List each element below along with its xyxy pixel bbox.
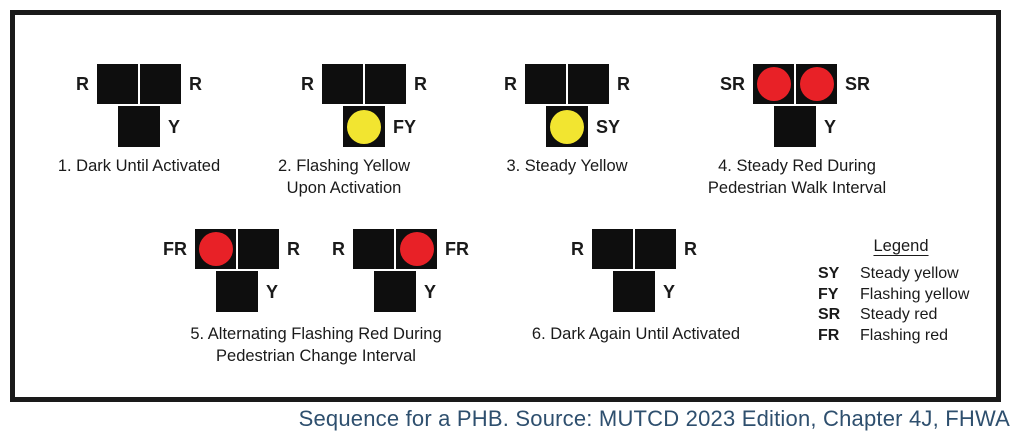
beacon-label-left: R (571, 239, 584, 259)
beacon-housing-right (796, 64, 837, 104)
phb-beacon-unit-5a: FR R Y (157, 229, 317, 312)
beacon-housing-bottom (118, 106, 160, 147)
beacon-housing-bottom (774, 106, 816, 147)
beacon-label-left: R (504, 74, 517, 94)
beacon-housing-right (238, 229, 279, 269)
source-caption: Sequence for a PHB. Source: MUTCD 2023 E… (298, 406, 1010, 431)
beacon-housing-bottom (374, 271, 416, 312)
beacon-label-bottom: Y (266, 281, 279, 302)
beacon-label-left: R (332, 239, 345, 259)
beacon-label-right: SR (845, 74, 871, 94)
beacon-housing-right (568, 64, 609, 104)
beacon-label-bottom: SY (596, 116, 621, 137)
beacon-housing-bottom (343, 106, 385, 147)
legend-desc: Steady red (860, 306, 938, 323)
beacon-lens (756, 67, 791, 101)
beacon-housing-left (525, 64, 566, 104)
beacon-lens (550, 109, 584, 144)
legend-rows: SY Steady yellow FY Flashing yellow SR S… (818, 265, 984, 345)
phb-beacon-unit-5b: R FR Y (315, 229, 475, 312)
beacon-label-right: R (617, 74, 630, 94)
beacon-label-bottom: FY (393, 116, 417, 137)
phb-beacon-unit-3: R R SY (487, 64, 647, 147)
beacon-housing-left (195, 229, 236, 269)
beacon-housing-bottom (216, 271, 258, 312)
beacon-housing-right (365, 64, 406, 104)
beacon-label-right: R (287, 239, 300, 259)
beacon-housing-left (592, 229, 633, 269)
beacon-label-right: FR (445, 239, 469, 259)
legend-abbr: FR (818, 326, 840, 344)
step-caption-4: 4. Steady Red During Pedestrian Walk Int… (707, 157, 887, 197)
beacon-label-bottom: Y (424, 281, 437, 302)
beacon-housing-left (322, 64, 363, 104)
legend-desc: Steady yellow (860, 265, 959, 282)
legend-desc: Flashing red (860, 326, 949, 344)
step-caption-2: 2. Flashing Yellow Upon Activation (277, 157, 411, 197)
legend-abbr: FY (818, 285, 839, 303)
phb-beacon-unit-6: R R Y (554, 229, 714, 312)
step-caption-3: 3. Steady Yellow (506, 157, 628, 175)
legend-desc: Flashing yellow (860, 285, 970, 303)
legend-title: Legend (873, 237, 929, 255)
beacon-lens (799, 67, 834, 101)
beacon-label-right: R (414, 74, 427, 94)
step-caption-5: 5. Alternating Flashing Red During Pedes… (190, 325, 442, 365)
beacon-lens (399, 232, 434, 266)
step-caption-6: 6. Dark Again Until Activated (531, 325, 741, 343)
phb-beacon-unit-4: SR SR Y (715, 64, 875, 147)
beacon-label-bottom: Y (824, 116, 837, 137)
beacon-label-right: R (189, 74, 202, 94)
beacon-housing-right (140, 64, 181, 104)
beacon-label-left: R (76, 74, 89, 94)
legend-abbr: SY (818, 265, 840, 282)
beacon-lens (347, 109, 381, 144)
phb-beacon-unit-1: R R Y (59, 64, 219, 147)
beacon-label-left: FR (163, 239, 187, 259)
legend: Legend SY Steady yellow FY Flashing yell… (818, 237, 984, 345)
beacon-lens (198, 232, 233, 266)
beacon-label-bottom: Y (168, 116, 181, 137)
beacon-housing-left (753, 64, 794, 104)
beacon-label-right: R (684, 239, 697, 259)
beacon-label-left: R (301, 74, 314, 94)
beacon-housing-left (353, 229, 394, 269)
beacon-housing-right (396, 229, 437, 269)
beacon-housing-bottom (613, 271, 655, 312)
beacon-label-left: SR (719, 74, 745, 94)
beacon-label-bottom: Y (663, 281, 676, 302)
beacon-housing-left (97, 64, 138, 104)
legend-abbr: SR (818, 306, 841, 323)
phb-beacon-unit-2: R R FY (284, 64, 444, 147)
beacon-housing-right (635, 229, 676, 269)
beacon-housing-bottom (546, 106, 588, 147)
step-caption-1: 1. Dark Until Activated (57, 157, 221, 175)
